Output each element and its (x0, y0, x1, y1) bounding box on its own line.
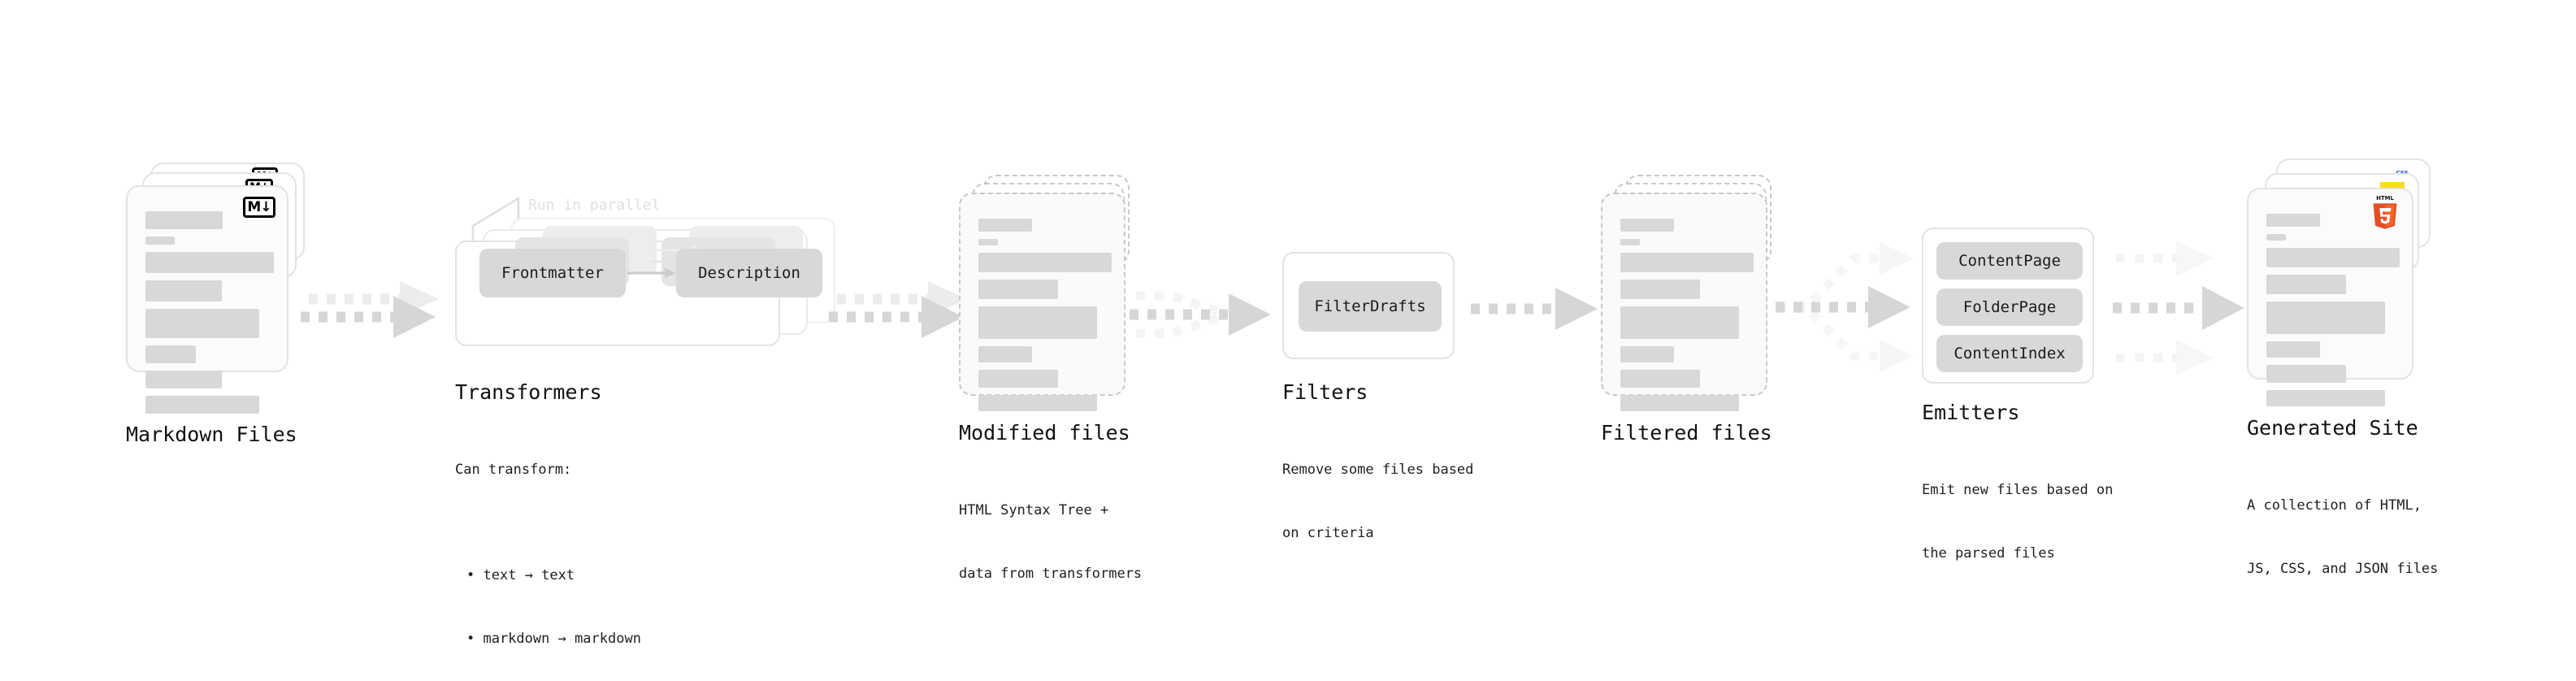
skeleton-bar (1620, 370, 1700, 388)
filters-caption-line: on criteria (1282, 525, 1374, 541)
skeleton-bar (145, 345, 196, 363)
skeleton-bar (978, 219, 1032, 232)
flow-arrow-1 (301, 281, 439, 338)
skeleton-bar (1620, 219, 1674, 232)
filters-caption: Remove some files based on criteria (1282, 417, 1473, 586)
flow-arrow-2 (829, 281, 967, 338)
skeleton-bar (978, 346, 1032, 362)
transformers-caption-item: markdown → markdown (466, 628, 640, 649)
filters-card: FilterDrafts (1282, 252, 1455, 359)
generated-site-caption: A collection of HTML, JS, CSS, and JSON … (2247, 453, 2438, 622)
flow-arrow-6-merge (2113, 241, 2244, 375)
skeleton-bar (1620, 239, 1640, 245)
transformer-inner-arrow (627, 268, 676, 278)
skeleton-bar (145, 371, 222, 388)
transformers-caption-list: text → text markdown → markdown html → h… (455, 523, 641, 681)
filters-title: Filters (1282, 380, 1368, 404)
transformers-caption: Can transform: text → text markdown → ma… (455, 417, 641, 681)
emitter-pill-folderpage[interactable]: FolderPage (1936, 288, 2083, 326)
skeleton-bar (2266, 248, 2400, 267)
modified-file-card (959, 193, 1125, 411)
emitters-caption: Emit new files based on the parsed files (1922, 437, 2113, 606)
emitters-caption-line: the parsed files (1922, 545, 2055, 562)
skeleton-bar (145, 211, 223, 229)
skeleton-bar (145, 396, 259, 414)
skeleton-bar (2266, 214, 2320, 227)
skeleton-bar (145, 309, 259, 338)
modified-skeleton (978, 219, 1112, 419)
skeleton-bar (978, 395, 1097, 411)
flow-arrow-4 (1471, 288, 1598, 330)
skeleton-bar (2266, 390, 2385, 406)
markdown-badge-icon: M↓ (243, 197, 275, 218)
skeleton-bar (145, 280, 222, 301)
generated-site-skeleton (2266, 214, 2400, 414)
transformers-caption-head: Can transform: (455, 462, 572, 478)
skeleton-bar (2266, 301, 2385, 334)
emitter-pill-contentpage[interactable]: ContentPage (1936, 242, 2083, 280)
skeleton-bar (145, 252, 274, 273)
filters-caption-line: Remove some files based (1282, 462, 1474, 478)
skeleton-bar (1620, 253, 1754, 272)
generated-site-title: Generated Site (2247, 416, 2418, 440)
transformer-pill-frontmatter[interactable]: Frontmatter (479, 249, 626, 297)
emitters-caption-line: Emit new files based on (1922, 482, 2114, 498)
markdown-file-card: M↓ (126, 185, 288, 414)
emitters-card: ContentPage FolderPage ContentIndex (1922, 228, 2094, 384)
skeleton-bar (978, 253, 1112, 272)
generated-site-card: HTML (2247, 188, 2413, 406)
html5-badge-icon: HTML (2373, 195, 2397, 229)
skeleton-bar (1620, 280, 1700, 299)
skeleton-bar (2266, 341, 2320, 358)
skeleton-bar (1620, 346, 1674, 362)
markdown-skeleton (145, 211, 274, 421)
filtered-file-card (1601, 193, 1767, 411)
transformers-title: Transformers (455, 380, 602, 404)
filtered-files-title: Filtered files (1601, 421, 1772, 445)
skeleton-bar (2266, 234, 2286, 241)
skeleton-bar (1620, 395, 1739, 411)
filter-pill-filterdrafts[interactable]: FilterDrafts (1299, 281, 1442, 332)
skeleton-bar (978, 239, 998, 245)
skeleton-bar (978, 306, 1097, 339)
transformers-caption-item: text → text (466, 565, 641, 586)
modified-files-caption: HTML Syntax Tree + data from transformer… (959, 458, 1142, 627)
transformer-pill-description[interactable]: Description (676, 249, 822, 297)
filtered-skeleton (1620, 219, 1754, 419)
generated-site-caption-line: JS, CSS, and JSON files (2247, 561, 2439, 577)
modified-files-caption-line: data from transformers (959, 566, 1143, 582)
svg-text:HTML: HTML (2376, 195, 2394, 202)
emitter-pill-contentindex[interactable]: ContentIndex (1936, 335, 2083, 372)
emitters-title: Emitters (1922, 401, 2020, 424)
skeleton-bar (978, 370, 1058, 388)
run-in-parallel-leader (471, 196, 520, 245)
skeleton-bar (2266, 365, 2346, 383)
markdown-files-title: Markdown Files (126, 423, 297, 446)
skeleton-bar (2266, 275, 2346, 294)
skeleton-bar (145, 236, 175, 245)
skeleton-bar (978, 280, 1058, 299)
modified-files-caption-line: HTML Syntax Tree + (959, 502, 1109, 518)
flow-arrow-5-fanout (1776, 242, 1914, 372)
generated-site-caption-line: A collection of HTML, (2247, 497, 2422, 514)
skeleton-bar (1620, 306, 1739, 339)
flow-arrow-3 (1130, 291, 1271, 338)
run-in-parallel-label: Run in parallel (528, 197, 661, 214)
modified-files-title: Modified files (959, 421, 1130, 445)
